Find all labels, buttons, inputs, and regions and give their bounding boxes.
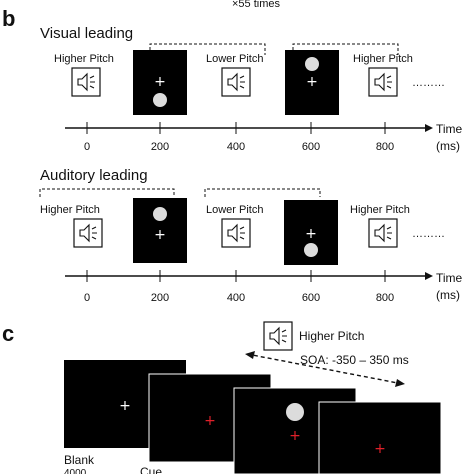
svg-text:+: +	[119, 398, 131, 414]
cue-frame-label: Cue	[140, 465, 162, 474]
auditory-tick-200: 200	[151, 292, 169, 304]
repetition-note: ×55 times	[232, 0, 280, 10]
panel-c-tone-label: Higher Pitch	[299, 329, 364, 343]
visual-leading-heading: Visual leading	[40, 25, 133, 42]
visual-tone-label-1: Higher Pitch	[54, 53, 114, 65]
speaker-icon	[73, 218, 103, 248]
svg-text:+: +	[374, 441, 386, 457]
speaker-icon	[71, 67, 101, 97]
auditory-tick-800: 800	[376, 292, 394, 304]
visual-tick-800: 800	[376, 141, 394, 153]
auditory-tone-label-2: Lower Pitch	[206, 204, 263, 216]
svg-text:+: +	[204, 413, 216, 429]
speaker-icon	[263, 321, 293, 351]
auditory-axis-title: Time	[436, 271, 463, 285]
panel-letter-b: b	[2, 6, 15, 31]
speaker-icon	[221, 218, 251, 248]
speaker-icon	[221, 67, 251, 97]
visual-tick-600: 600	[302, 141, 320, 153]
blank-frame-duration: 4000	[64, 468, 87, 474]
auditory-group-bracket-2	[204, 188, 321, 197]
visual-group-bracket-2	[292, 43, 399, 55]
soa-label: SOA: -350 – 350 ms	[300, 353, 409, 367]
auditory-frame-2: +	[284, 200, 338, 265]
auditory-frame-1: +	[133, 198, 187, 263]
visual-frame-2: +	[285, 50, 339, 115]
visual-tone-label-2: Lower Pitch	[206, 53, 263, 65]
auditory-tick-600: 600	[302, 292, 320, 304]
visual-continuation: ………	[412, 77, 445, 89]
auditory-tick-0: 0	[84, 292, 90, 304]
soa-arrow	[245, 351, 405, 387]
svg-text:+: +	[289, 428, 301, 444]
svg-text:+: +	[154, 227, 166, 243]
auditory-axis-unit: (ms)	[436, 288, 460, 302]
visual-tick-0: 0	[84, 141, 90, 153]
speaker-icon	[368, 218, 398, 248]
blank-frame-label: Blank	[64, 453, 95, 467]
svg-text:+: +	[154, 74, 166, 90]
auditory-group-bracket-1	[39, 188, 175, 197]
speaker-icon	[368, 67, 398, 97]
svg-text:+: +	[305, 226, 317, 242]
visual-tick-400: 400	[227, 141, 245, 153]
auditory-tone-label-3: Higher Pitch	[350, 204, 410, 216]
panel-letter-c: c	[2, 321, 14, 346]
auditory-tone-label-1: Higher Pitch	[40, 204, 100, 216]
visual-timeline	[65, 122, 433, 134]
visual-axis-unit: (ms)	[436, 139, 460, 153]
auditory-continuation: ………	[412, 228, 445, 240]
visual-axis-title: Time	[436, 122, 463, 136]
visual-group-bracket-1	[149, 43, 266, 55]
visual-tick-200: 200	[151, 141, 169, 153]
auditory-timeline	[65, 270, 433, 282]
post-frame: +	[318, 401, 442, 474]
auditory-leading-heading: Auditory leading	[40, 167, 148, 184]
visual-frame-1: +	[133, 50, 187, 115]
svg-text:+: +	[306, 74, 318, 90]
auditory-tick-400: 400	[227, 292, 245, 304]
visual-tone-label-3: Higher Pitch	[353, 53, 413, 65]
